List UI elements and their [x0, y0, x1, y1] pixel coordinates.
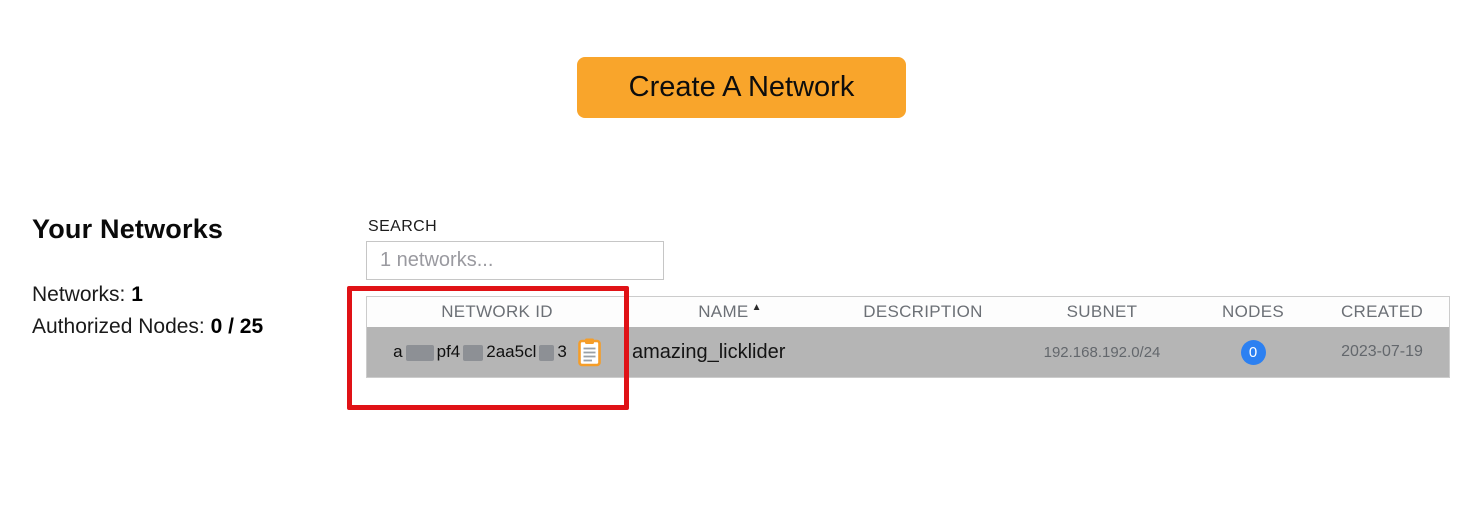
- column-header-description[interactable]: DESCRIPTION: [863, 302, 983, 321]
- sort-asc-icon: ▲: [751, 301, 762, 313]
- column-header-created[interactable]: CREATED: [1340, 302, 1424, 321]
- network-id-segment: pf4: [436, 342, 461, 361]
- networks-count-line: Networks: 1: [32, 283, 143, 307]
- network-description-cell: [833, 327, 1013, 377]
- network-name-cell: amazing_licklider: [632, 340, 786, 363]
- redaction-block: [463, 345, 484, 361]
- redaction-block: [539, 345, 555, 361]
- authorized-nodes-line: Authorized Nodes: 0 / 25: [32, 315, 263, 339]
- copy-network-id-button[interactable]: [578, 338, 601, 367]
- nodes-count-badge: 0: [1240, 339, 1266, 365]
- column-header-name-label: NAME: [698, 302, 749, 321]
- table-header-row: NETWORK ID NAME▲ DESCRIPTION SUBNET NODE…: [367, 297, 1449, 327]
- networks-table: NETWORK ID NAME▲ DESCRIPTION SUBNET NODE…: [366, 296, 1450, 378]
- network-id-segment: 2aa5cl: [486, 342, 537, 361]
- network-id-value: a pf4 2aa5cl 3: [393, 342, 567, 362]
- create-network-button[interactable]: Create A Network: [577, 57, 906, 118]
- column-header-nodes[interactable]: NODES: [1222, 302, 1284, 321]
- network-id-cell: a pf4 2aa5cl 3: [367, 327, 627, 377]
- column-header-name[interactable]: NAME▲: [627, 297, 833, 327]
- network-id-segment: 3: [557, 342, 567, 361]
- clipboard-icon: [578, 338, 601, 366]
- search-input[interactable]: [366, 241, 664, 280]
- network-subnet-cell: 192.168.192.0/24: [1043, 343, 1161, 361]
- authorized-nodes-label: Authorized Nodes:: [32, 315, 211, 338]
- column-header-network-id[interactable]: NETWORK ID: [441, 302, 553, 321]
- column-header-subnet[interactable]: SUBNET: [1066, 302, 1138, 321]
- networks-count-label: Networks:: [32, 283, 132, 306]
- networks-count-value: 1: [131, 283, 143, 306]
- network-row[interactable]: a pf4 2aa5cl 3 amazing_licklider 192.168.19…: [367, 327, 1449, 377]
- network-nodes-cell: 0: [1191, 327, 1315, 377]
- network-id-segment: a: [393, 342, 403, 361]
- redaction-block: [405, 345, 434, 361]
- authorized-nodes-value: 0 / 25: [210, 315, 264, 338]
- search-label: SEARCH: [368, 218, 438, 235]
- network-created-cell: 2023-07-19: [1341, 343, 1423, 360]
- page-title: Your Networks: [32, 214, 224, 244]
